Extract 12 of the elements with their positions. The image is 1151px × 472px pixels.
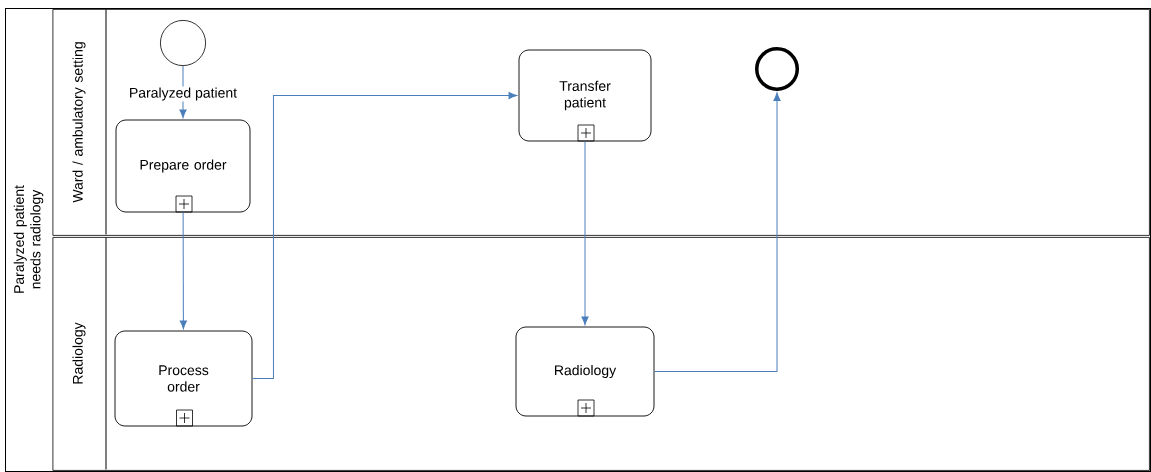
- edge-label: Paralyzed patient: [130, 87, 237, 101]
- sequence-flow: [179, 211, 187, 330]
- sequence-flow: [653, 92, 781, 372]
- task-box: Radiology: [515, 326, 655, 417]
- sequence-flow: [581, 140, 589, 326]
- start-event: [160, 20, 206, 66]
- task-box: Transfer patient: [518, 49, 652, 142]
- end-event: [755, 47, 799, 91]
- sequence-flow: [251, 91, 518, 379]
- task-box: Prepare order: [115, 119, 251, 213]
- sequence-flow: [179, 65, 187, 119]
- task-box: Process order: [114, 330, 253, 427]
